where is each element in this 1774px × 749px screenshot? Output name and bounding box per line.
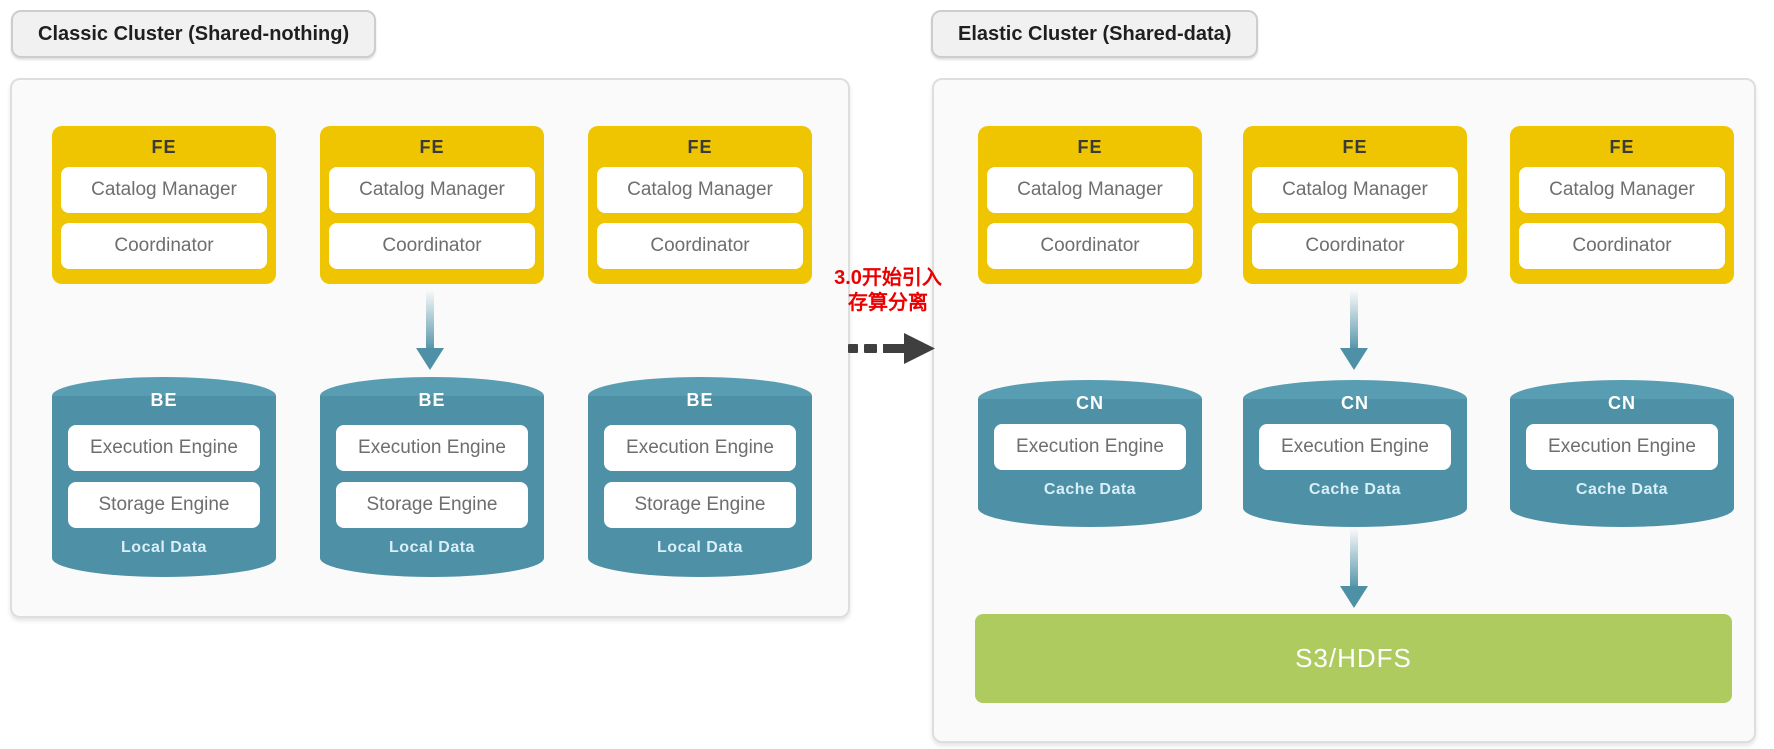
classic-cluster-panel: FE Catalog Manager Coordinator FE Catalo… <box>10 78 850 618</box>
fe-node: FE Catalog Manager Coordinator <box>1510 126 1734 284</box>
fe-node: FE Catalog Manager Coordinator <box>320 126 544 284</box>
local-data-label: Local Data <box>121 539 207 556</box>
annotation-line2: 存算分离 <box>848 292 928 314</box>
fe-to-cn-arrow-icon <box>1340 290 1368 370</box>
fe-node-title: FE <box>151 137 177 157</box>
cache-data-label: Cache Data <box>1308 481 1402 498</box>
classic-cluster-label: Classic Cluster (Shared-nothing) <box>11 10 377 58</box>
cn-cylinder: CN Execution Engine Cache Data <box>1510 380 1734 527</box>
catalog-manager-box: Catalog Manager <box>61 167 267 213</box>
elastic-cluster-panel: FE Catalog Manager Coordinator FE Catalo… <box>932 78 1756 743</box>
catalog-manager-box: Catalog Manager <box>329 167 535 213</box>
coordinator-box: Coordinator <box>597 223 803 269</box>
execution-engine-box: Execution Engine <box>68 425 260 471</box>
be-cylinder: BE Execution Engine Storage Engine Local… <box>320 377 544 577</box>
fe-node: FE Catalog Manager Coordinator <box>978 126 1202 284</box>
execution-engine-box: Execution Engine <box>336 425 528 471</box>
shared-data-annotation: 3.0开始引入 存算分离 <box>788 266 988 316</box>
coordinator-box: Coordinator <box>61 223 267 269</box>
be-cylinder: BE Execution Engine Storage Engine Local… <box>588 377 812 577</box>
fe-node-title: FE <box>419 137 445 157</box>
coordinator-box: Coordinator <box>987 223 1193 269</box>
be-node-title: BE <box>150 390 178 410</box>
fe-node-title: FE <box>1609 137 1635 157</box>
fe-node-title: FE <box>1342 137 1368 157</box>
catalog-manager-box: Catalog Manager <box>597 167 803 213</box>
catalog-manager-box: Catalog Manager <box>1252 167 1458 213</box>
be-cylinder: BE Execution Engine Storage Engine Local… <box>52 377 276 577</box>
fe-node-title: FE <box>687 137 713 157</box>
be-node-title: BE <box>418 390 446 410</box>
cn-cylinder: CN Execution Engine Cache Data <box>978 380 1202 527</box>
execution-engine-box: Execution Engine <box>604 425 796 471</box>
transition-arrow-icon <box>848 333 935 364</box>
local-data-label: Local Data <box>657 539 743 556</box>
storage-engine-box: Storage Engine <box>336 482 528 528</box>
cn-node-title: CN <box>1076 393 1104 413</box>
cn-node-title: CN <box>1608 393 1636 413</box>
fe-node-title: FE <box>1077 137 1103 157</box>
fe-to-be-arrow-icon <box>416 290 444 370</box>
fe-node: FE Catalog Manager Coordinator <box>1243 126 1467 284</box>
elastic-cluster-label: Elastic Cluster (Shared-data) <box>931 10 1259 58</box>
coordinator-box: Coordinator <box>329 223 535 269</box>
cn-cylinder: CN Execution Engine Cache Data <box>1243 380 1467 527</box>
fe-node: FE Catalog Manager Coordinator <box>52 126 276 284</box>
fe-node: FE Catalog Manager Coordinator <box>588 126 812 284</box>
storage-engine-box: Storage Engine <box>604 482 796 528</box>
execution-engine-box: Execution Engine <box>1259 424 1451 470</box>
catalog-manager-box: Catalog Manager <box>1519 167 1725 213</box>
local-data-label: Local Data <box>389 539 475 556</box>
execution-engine-box: Execution Engine <box>994 424 1186 470</box>
coordinator-box: Coordinator <box>1252 223 1458 269</box>
catalog-manager-box: Catalog Manager <box>987 167 1193 213</box>
s3-hdfs-box: S3/HDFS <box>975 614 1732 703</box>
coordinator-box: Coordinator <box>1519 223 1725 269</box>
annotation-line1: 3.0开始引入 <box>834 267 942 289</box>
cache-data-label: Cache Data <box>1043 481 1137 498</box>
cache-data-label: Cache Data <box>1575 481 1669 498</box>
cn-node-title: CN <box>1341 393 1369 413</box>
cn-to-storage-arrow-icon <box>1340 528 1368 608</box>
execution-engine-box: Execution Engine <box>1526 424 1718 470</box>
be-node-title: BE <box>686 390 714 410</box>
storage-engine-box: Storage Engine <box>68 482 260 528</box>
